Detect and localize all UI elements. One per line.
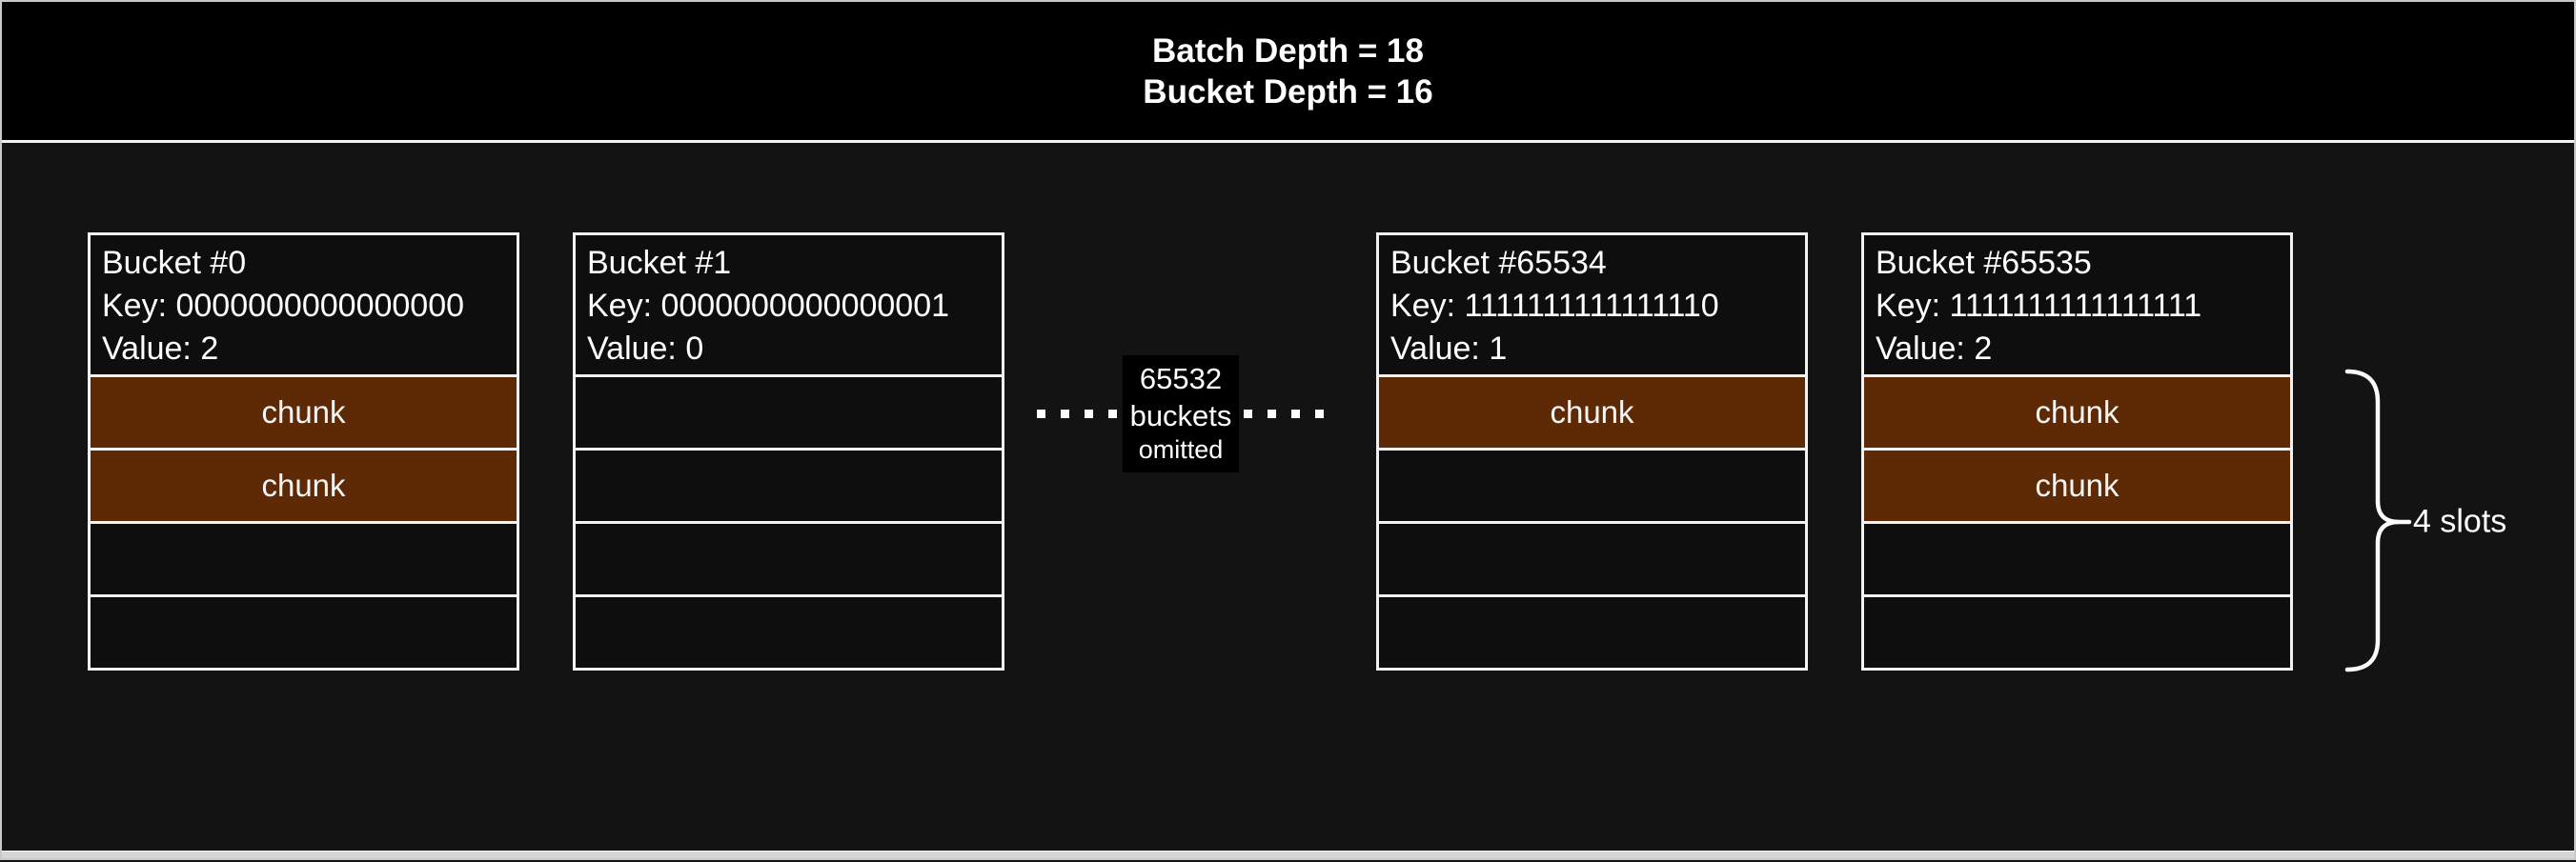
bucket-slot: chunk	[1864, 451, 2290, 524]
bucket-box-65534: Bucket #65534 Key: 1111111111111110 Valu…	[1376, 232, 1808, 671]
bucket-slot: chunk	[91, 451, 517, 524]
bucket-name: Bucket #0	[102, 245, 247, 281]
bucket-slot	[1379, 597, 1805, 668]
bucket-slot: chunk	[1864, 377, 2290, 451]
bucket-slot	[1864, 524, 2290, 597]
omitted-count: 65532	[1139, 362, 1223, 395]
ellipsis-dots-right-icon	[1244, 410, 1324, 418]
omitted-word-buckets: buckets	[1129, 399, 1232, 432]
bucket-slot	[1379, 524, 1805, 597]
bucket-slot	[576, 451, 1002, 524]
bucket-slot: chunk	[91, 377, 517, 451]
ellipsis-dots-left-icon	[1037, 410, 1117, 418]
bucket-value: Value: 2	[102, 331, 219, 367]
bucket-slot	[1864, 597, 2290, 668]
bucket-header: Bucket #65534 Key: 1111111111111110 Valu…	[1379, 235, 1805, 377]
bucket-key: Key: 1111111111111110	[1390, 288, 1719, 324]
bucket-slot	[91, 524, 517, 597]
batch-depth-title: Batch Depth = 18	[1152, 31, 1424, 70]
bucket-name: Bucket #65534	[1390, 245, 1607, 281]
omitted-buckets-label: 65532 buckets omitted	[1123, 355, 1239, 472]
bucket-value: Value: 0	[587, 331, 704, 367]
bucket-slot	[1379, 451, 1805, 524]
bottom-strip	[2, 851, 2574, 858]
bucket-header: Bucket #65535 Key: 1111111111111111 Valu…	[1864, 235, 2290, 377]
bucket-name: Bucket #65535	[1876, 245, 2092, 281]
bucket-header: Bucket #0 Key: 0000000000000000 Value: 2	[91, 235, 517, 377]
bucket-key: Key: 0000000000000000	[102, 288, 465, 324]
bucket-slot	[576, 377, 1002, 451]
slots-count-label: 4 slots	[2413, 503, 2507, 540]
bucket-key: Key: 0000000000000001	[587, 288, 950, 324]
bucket-slot	[576, 597, 1002, 668]
omitted-word-omitted: omitted	[1138, 435, 1224, 464]
bucket-box-0: Bucket #0 Key: 0000000000000000 Value: 2…	[88, 232, 519, 671]
bucket-value: Value: 1	[1390, 331, 1508, 367]
bucket-header: Bucket #1 Key: 0000000000000001 Value: 0	[576, 235, 1002, 377]
bucket-key: Key: 1111111111111111	[1876, 288, 2202, 324]
title-banner: Batch Depth = 18 Bucket Depth = 16	[2, 2, 2574, 143]
bucket-box-65535: Bucket #65535 Key: 1111111111111111 Valu…	[1861, 232, 2293, 671]
bucket-slot	[91, 597, 517, 668]
bucket-slot	[576, 524, 1002, 597]
bucket-name: Bucket #1	[587, 245, 732, 281]
bucket-value: Value: 2	[1876, 331, 1993, 367]
bucket-depth-title: Bucket Depth = 16	[1143, 72, 1433, 110]
bucket-box-1: Bucket #1 Key: 0000000000000001 Value: 0	[573, 232, 1004, 671]
bucket-slot: chunk	[1379, 377, 1805, 451]
